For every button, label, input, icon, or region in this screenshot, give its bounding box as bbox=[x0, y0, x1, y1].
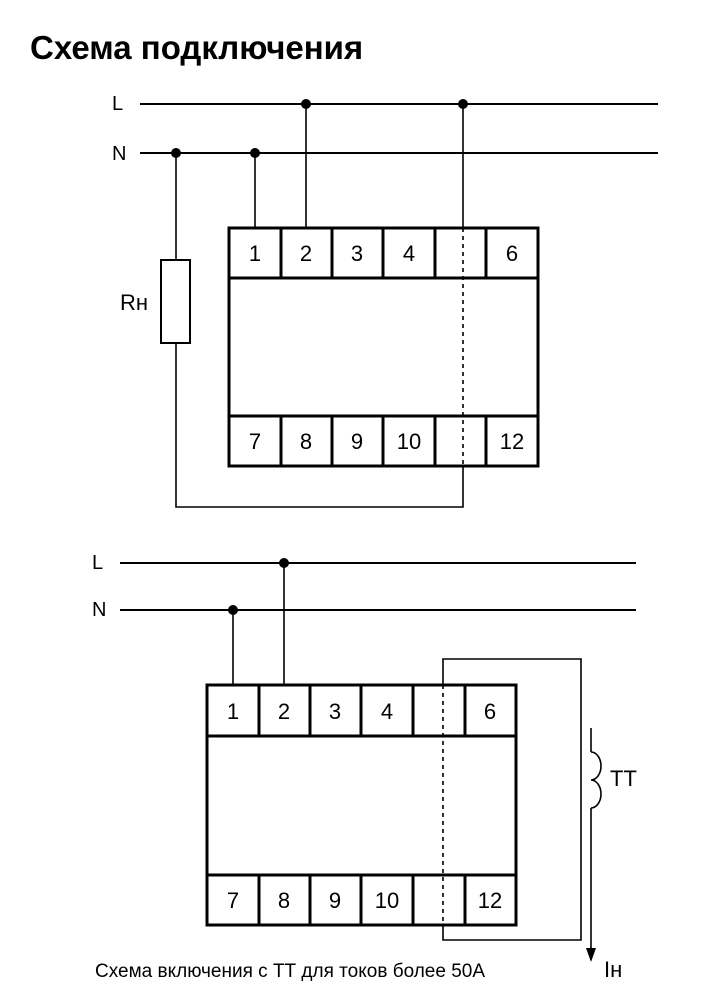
terminal-9: 9 bbox=[329, 888, 341, 913]
terminal-8: 8 bbox=[300, 429, 312, 454]
top-terminal-separators bbox=[279, 228, 488, 278]
load-current-arrow-icon bbox=[586, 948, 596, 962]
terminal-4: 4 bbox=[381, 699, 393, 724]
bottom-terminal-separators bbox=[257, 875, 467, 925]
terminal-12: 12 bbox=[478, 888, 502, 913]
terminal-9: 9 bbox=[351, 429, 363, 454]
diagram-1: L N 1 2 3 4 6 7 8 9 10 bbox=[112, 93, 658, 508]
ct-label: ТТ bbox=[610, 766, 637, 791]
load-resistor-label: Rн bbox=[120, 290, 148, 315]
terminal-7: 7 bbox=[249, 429, 261, 454]
bottom-terminal-separators bbox=[279, 416, 488, 466]
junction-dot bbox=[301, 99, 311, 109]
line-n-label: N bbox=[92, 599, 106, 621]
terminal-2: 2 bbox=[300, 241, 312, 266]
line-l-label: L bbox=[112, 93, 123, 115]
terminal-3: 3 bbox=[329, 699, 341, 724]
diagram-2: L N 1 2 3 4 6 7 8 9 10 12 bbox=[92, 552, 637, 982]
diagram-caption: Схема включения с ТТ для токов более 50А bbox=[95, 961, 485, 982]
terminal-6: 6 bbox=[506, 241, 518, 266]
terminal-8: 8 bbox=[278, 888, 290, 913]
junction-dot bbox=[228, 605, 238, 615]
ct-secondary-loop bbox=[442, 658, 582, 941]
terminal-1: 1 bbox=[227, 699, 239, 724]
junction-dot bbox=[250, 148, 260, 158]
terminal-10: 10 bbox=[397, 429, 421, 454]
terminal-12: 12 bbox=[500, 429, 524, 454]
junction-dot bbox=[279, 558, 289, 568]
top-terminal-separators bbox=[257, 685, 467, 736]
page-title: Схема подключения bbox=[30, 29, 364, 66]
ct-coil-icon bbox=[590, 751, 602, 809]
terminal-1: 1 bbox=[249, 241, 261, 266]
line-l-label: L bbox=[92, 552, 103, 574]
terminal-4: 4 bbox=[403, 241, 415, 266]
terminal-2: 2 bbox=[278, 699, 290, 724]
terminal-3: 3 bbox=[351, 241, 363, 266]
terminal-7: 7 bbox=[227, 888, 239, 913]
junction-dot bbox=[458, 99, 468, 109]
terminal-6: 6 bbox=[484, 699, 496, 724]
terminal-10: 10 bbox=[375, 888, 399, 913]
wire-to-load-return bbox=[175, 343, 464, 508]
line-n-label: N bbox=[112, 143, 126, 165]
junction-dot bbox=[171, 148, 181, 158]
load-current-label: Iн bbox=[604, 957, 622, 982]
load-resistor bbox=[160, 259, 191, 344]
